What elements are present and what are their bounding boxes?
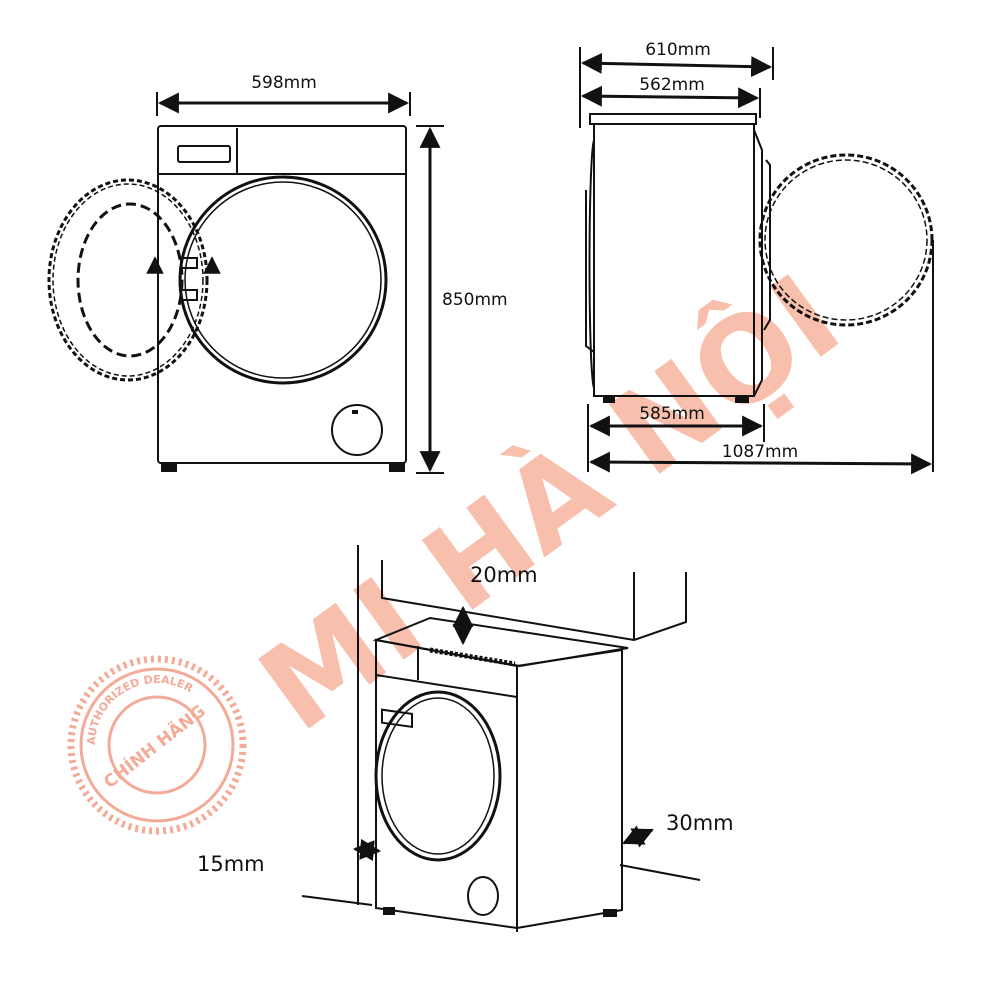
front-view <box>47 92 444 474</box>
side-door-open <box>758 153 934 327</box>
filter-cap <box>331 404 383 456</box>
authorized-dealer-stamp: AUTHORIZED DEALER CHÍNH HÃNG <box>67 655 247 835</box>
install-back-gap-label: 30mm <box>666 811 734 835</box>
side-depth-door-label: 1087mm <box>722 442 798 462</box>
side-top-panel <box>589 113 757 125</box>
watermark-text: MI HÀ NỘI <box>235 248 863 757</box>
side-depth-body-label: 562mm <box>639 75 705 95</box>
watermark: MI HÀ NỘI <box>235 248 863 757</box>
front-display <box>177 145 231 163</box>
install-door <box>374 690 502 862</box>
side-depth-feet-label: 585mm <box>639 404 705 424</box>
install-top-gap-label: 20mm <box>470 563 538 587</box>
front-width-label: 598mm <box>251 73 317 93</box>
side-depth-total-label: 610mm <box>645 40 711 60</box>
installation-view <box>301 545 701 932</box>
front-body <box>157 125 407 464</box>
install-side-gap-label: 15mm <box>197 852 265 876</box>
front-height-label: 850mm <box>442 290 508 310</box>
front-door <box>178 175 388 385</box>
side-view <box>579 47 934 475</box>
